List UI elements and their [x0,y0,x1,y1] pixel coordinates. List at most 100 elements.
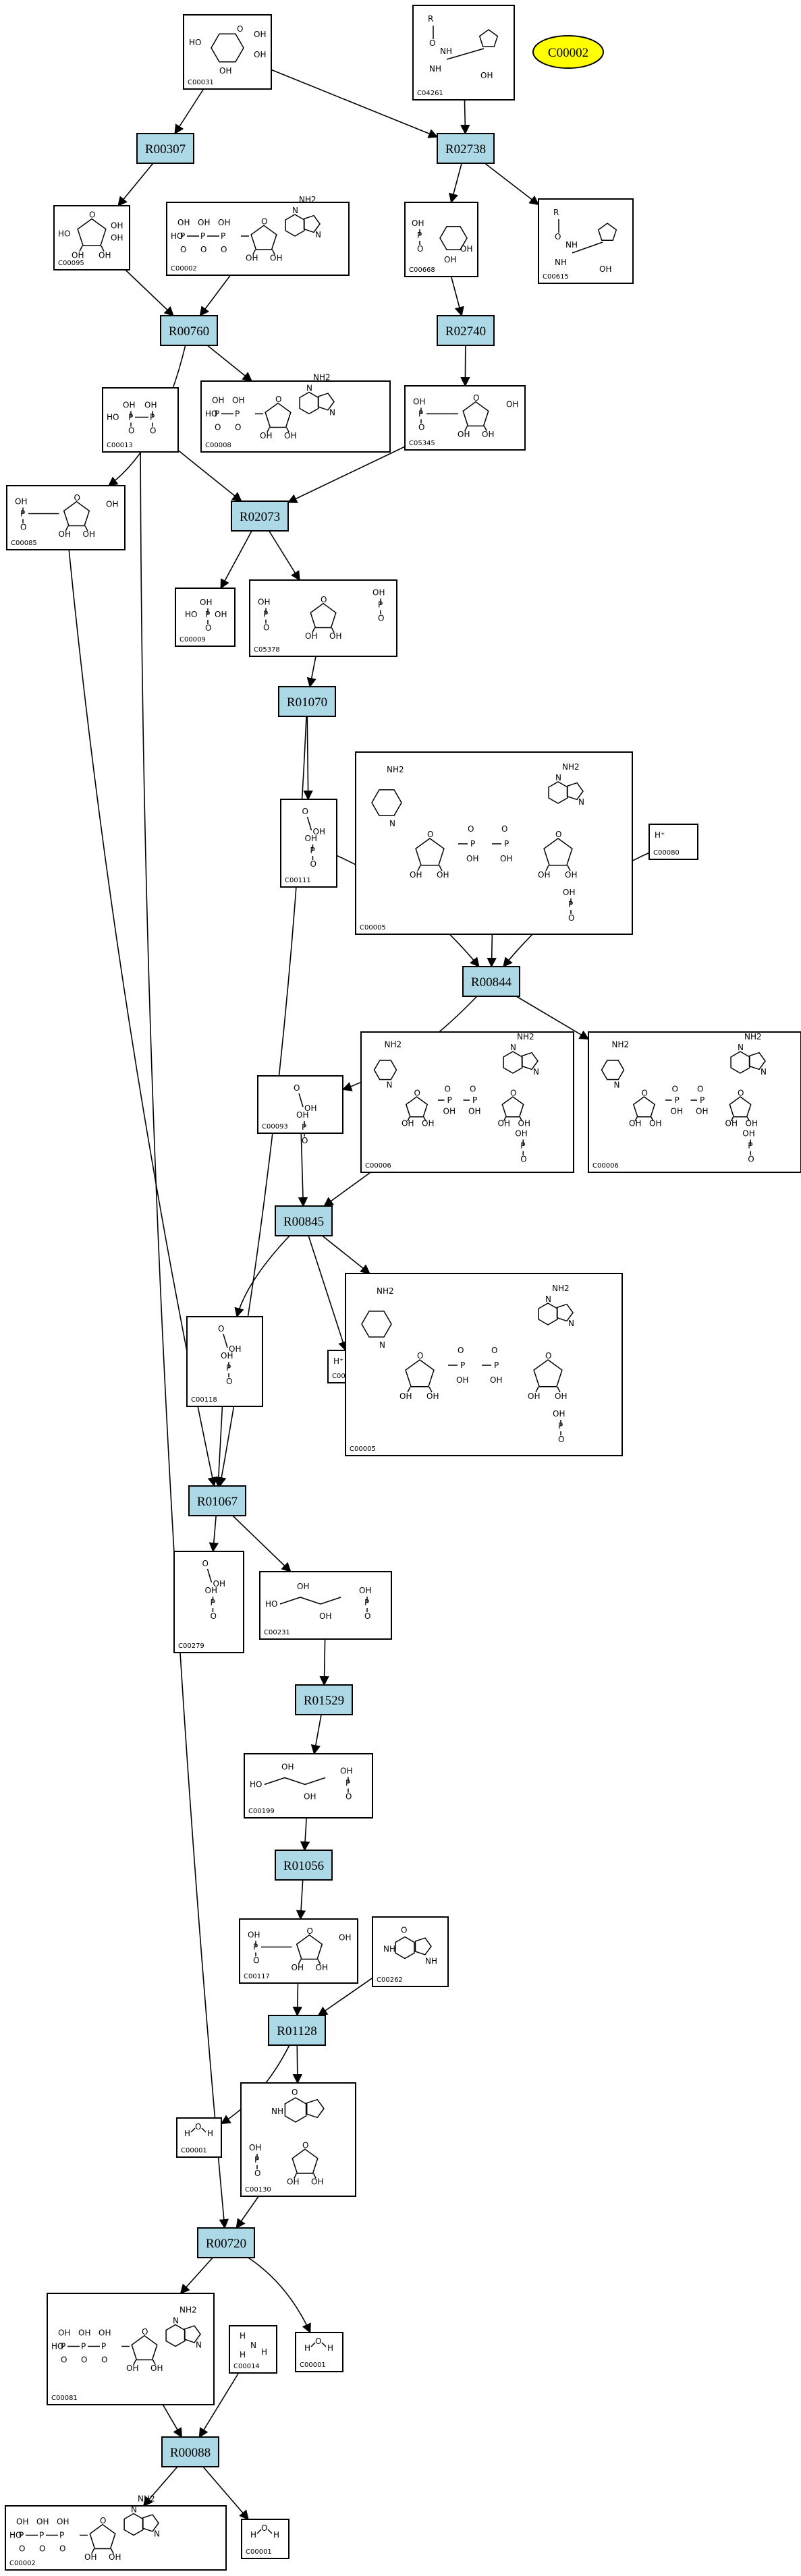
atom-label: P [59,2531,64,2540]
atom-label: OH [254,50,266,59]
reaction-box [160,315,218,346]
atom-label: OH [229,1344,241,1354]
reaction-R00844[interactable]: R00844 [462,966,520,997]
edge-c00031-to-R02738 [271,69,439,138]
atom-label: N [329,408,335,418]
reaction-R01067[interactable]: R01067 [188,1485,246,1516]
ring-bond [395,1936,415,1959]
atom-label: P [675,1095,680,1105]
atom-label: OH [83,529,95,539]
atom-label: HO [265,1599,277,1609]
reaction-R00760[interactable]: R00760 [160,315,218,346]
reaction-label: R02073 [240,510,280,524]
edge-R00720-to-c00081 [179,2257,213,2295]
atom-label: OH [742,1129,754,1139]
atom-label: N [315,230,321,239]
compound-box [345,1273,623,1456]
compound-label: C00031 [188,79,214,86]
bond [317,1959,321,1965]
atom-label: NH [440,47,452,56]
reaction-box [275,1850,333,1881]
atom-label: OH [563,888,575,897]
atom-label: P [447,1095,452,1105]
compound-box [53,205,130,270]
reaction-R00088[interactable]: R00088 [161,2436,219,2467]
reaction-R01056[interactable]: R01056 [275,1850,333,1881]
ring-bond [77,218,107,247]
ring-bond [306,2098,325,2119]
compound-label: C05345 [409,440,435,447]
atom-label: O [401,1926,407,1935]
reaction-R00845[interactable]: R00845 [275,1205,333,1236]
atom-label: OH [57,2517,69,2527]
compound-label: C00001 [300,2362,326,2369]
bond [256,2529,262,2534]
atom-label: O [642,1089,648,1098]
reaction-R01128[interactable]: R01128 [268,2015,326,2046]
atom-label: HO [205,409,217,419]
atom-label: O [555,830,561,839]
atom-label: N [555,773,561,782]
edge-R00760-to-c00008 [206,345,253,382]
highlight-compound[interactable]: C00002 [532,35,604,69]
reaction-R02738[interactable]: R02738 [437,133,495,164]
reaction-R00720[interactable]: R00720 [197,2227,255,2258]
compound-box [295,2332,343,2372]
atom-label: O [545,1351,551,1361]
reaction-label: R01067 [197,1495,238,1509]
atom-label: P [460,1361,465,1370]
reaction-R00307[interactable]: R00307 [136,133,194,164]
reaction-R01070[interactable]: R01070 [278,686,336,717]
atom-label: N [738,1043,744,1052]
compound-c00080a[interactable]: H⁺C00080 [648,824,698,860]
edge-c00118-to-R01067 [213,1406,224,1487]
reaction-R02740[interactable]: R02740 [437,315,495,346]
atom-label: OH [466,854,478,863]
bond [634,1116,638,1122]
reaction-box [462,966,520,997]
atom-label: OH [339,1933,351,1943]
atom-label: OH [260,431,272,440]
reaction-R02073[interactable]: R02073 [231,500,289,532]
atom-label: N [389,819,395,828]
atom-label: O [211,1611,217,1621]
bond [446,48,485,60]
atom-label: O [558,1435,564,1444]
reaction-R01529[interactable]: R01529 [295,1684,353,1715]
edge-R01067-to-c00279 [209,1515,219,1553]
atom-label: NH2 [517,1032,534,1041]
atom-label: O [418,423,424,432]
bond [264,1777,285,1785]
